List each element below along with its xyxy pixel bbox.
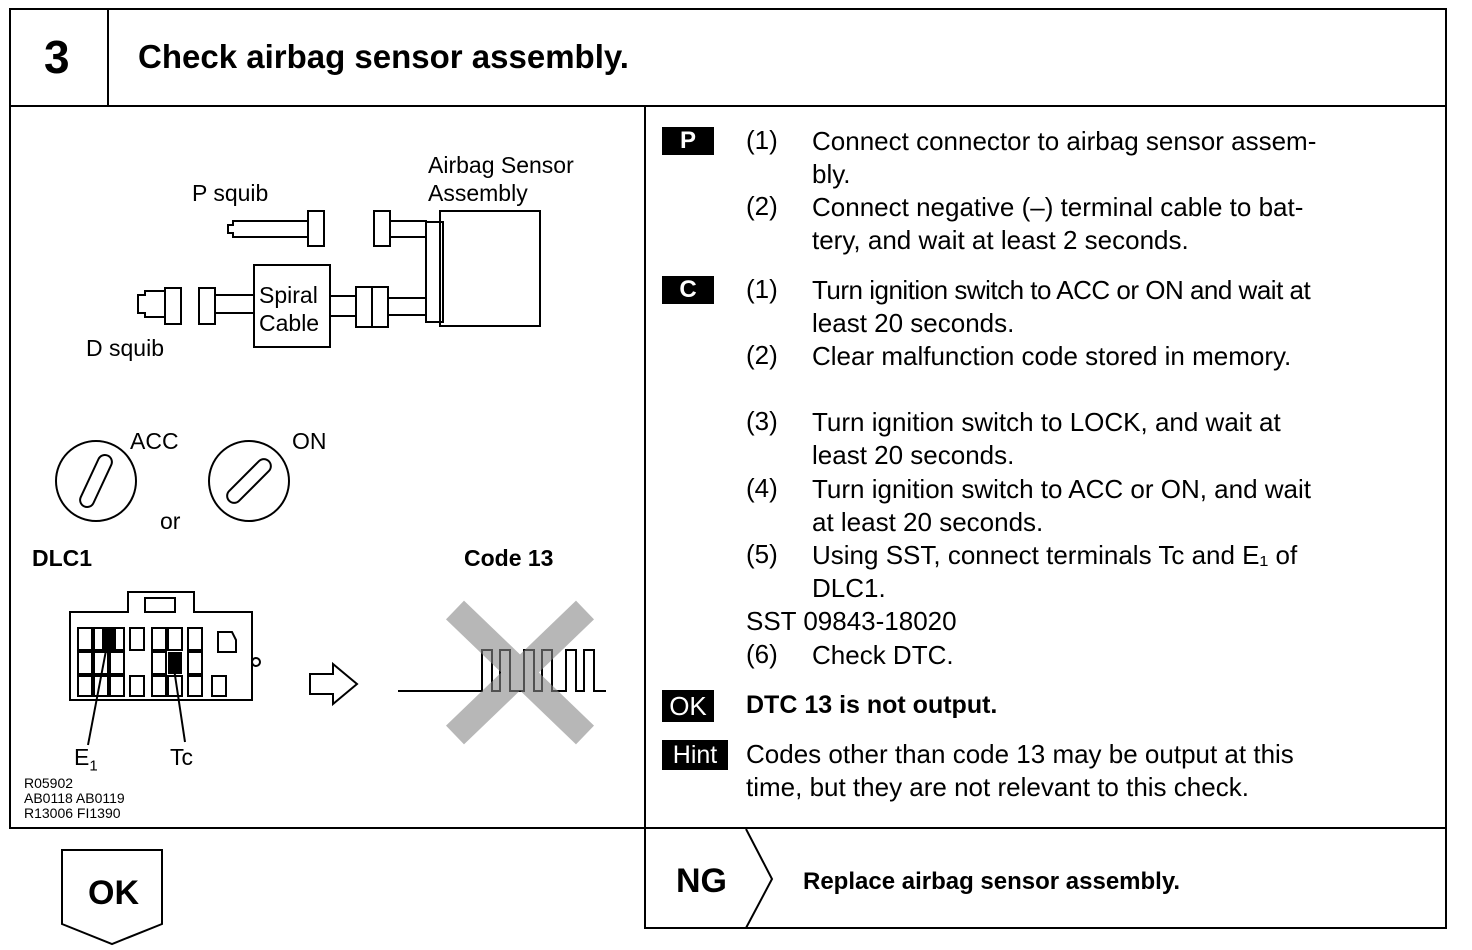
center-divider	[644, 106, 646, 929]
step-header	[9, 8, 1447, 107]
code13-label: Code 13	[464, 545, 554, 571]
d-wire-right	[330, 295, 356, 317]
dlc1-housing	[69, 591, 253, 701]
c-step-5-line1: Using SST, connect terminals Tc and E₁ o…	[812, 540, 1298, 570]
ok-arrow-box	[61, 849, 163, 946]
ng-action-text: Replace airbag sensor assembly.	[803, 868, 1181, 895]
sst-number: SST 09843-18020	[746, 606, 957, 636]
on-label: ON	[292, 428, 327, 454]
c-step-5-line2: DLC1.	[812, 573, 886, 603]
c-step-1-line2: least 20 seconds.	[812, 308, 1015, 338]
acc-switch	[55, 440, 137, 522]
airbag-sensor-label-2: Assembly	[428, 180, 528, 206]
dlc1-latch	[144, 597, 176, 613]
ok-outcome-label: OK	[88, 874, 139, 912]
sensor-connector	[425, 221, 444, 323]
airbag-sensor-box	[439, 210, 541, 327]
ng-chevron	[745, 829, 774, 928]
step-number: 3	[44, 31, 70, 83]
spiral-connector-b	[371, 286, 389, 328]
d-squib-connector	[164, 287, 182, 325]
c-step-2-line1: Clear malfunction code stored in memory.	[812, 341, 1292, 371]
c-step-4-line1: Turn ignition switch to ACC or ON, and w…	[812, 474, 1312, 504]
c-step-3-line1: Turn ignition switch to LOCK, and wait a…	[812, 407, 1281, 437]
left-border	[9, 106, 11, 828]
step-number-divider	[107, 8, 109, 107]
hint-line-2: time, but they are not relevant to this …	[746, 772, 1249, 802]
dlc1-nub	[251, 657, 261, 667]
c-step-6-text: Check DTC.	[812, 640, 954, 670]
dlc1-pins	[77, 627, 237, 697]
cross-mark	[445, 600, 595, 745]
e1-label: E1	[74, 744, 98, 775]
p-squib-connector	[307, 210, 325, 247]
d-squib-plug	[137, 290, 166, 318]
or-label: or	[160, 508, 181, 534]
p-step-2-line2: tery, and wait at least 2 seconds.	[812, 225, 1189, 255]
c-step-4-num: (4)	[746, 473, 778, 503]
hint-badge: Hint	[662, 740, 728, 770]
p-wire	[390, 220, 427, 238]
right-border	[1445, 106, 1447, 929]
dlc1-filled-pins	[102, 628, 182, 674]
step-title: Check airbag sensor assembly.	[138, 38, 629, 75]
p-step-1-line2: bly.	[812, 159, 851, 189]
acc-label: ACC	[130, 428, 179, 454]
p-step-1-num: (1)	[746, 125, 778, 155]
e1-leader	[87, 639, 109, 746]
d-cable-connector	[198, 287, 216, 325]
figure-ref-1: R05902	[24, 775, 74, 791]
c-step-3-line2: least 20 seconds.	[812, 440, 1015, 470]
p-badge: P	[662, 127, 714, 155]
p-squib-plug	[227, 220, 309, 238]
c-step-1-line1: Turn ignition switch to ACC or ON and wa…	[812, 275, 1311, 305]
spiral-cable-box	[253, 264, 331, 348]
d-wire-sensor	[388, 297, 426, 316]
dlc1-label: DLC1	[32, 545, 93, 571]
tc-label: Tc	[170, 744, 193, 770]
body-bottom-line	[9, 827, 1447, 829]
hint-line-1: Codes other than code 13 may be output a…	[746, 739, 1294, 769]
p-squib-label: P squib	[192, 180, 269, 206]
p-step-2-line1: Connect negative (–) terminal cable to b…	[812, 192, 1304, 222]
ng-outcome-label: NG	[676, 862, 727, 900]
airbag-sensor-label: Airbag Sensor	[428, 152, 574, 178]
c-step-6-num: (6)	[746, 639, 778, 669]
c-step-3-num: (3)	[746, 406, 778, 436]
c-step-4-line2: at least 20 seconds.	[812, 507, 1044, 537]
flow-arrow	[309, 661, 359, 707]
p-step-2-num: (2)	[746, 191, 778, 221]
on-key-slot	[226, 458, 272, 504]
spiral-cable-label-2: Cable	[259, 310, 320, 336]
ok-result-text: DTC 13 is not output.	[746, 691, 998, 719]
figure-ref-3: R13006 FI1390	[24, 805, 121, 821]
acc-key-slot	[79, 453, 113, 509]
c-badge: C	[662, 276, 714, 304]
spiral-connector-a	[355, 286, 373, 328]
c-step-2-num: (2)	[746, 340, 778, 370]
c-step-5-num: (5)	[746, 539, 778, 569]
wiring-diagram	[55, 210, 606, 746]
d-wire-left	[215, 294, 254, 314]
c-step-1-num: (1)	[746, 274, 778, 304]
d-squib-label: D squib	[86, 335, 164, 361]
p-sensor-connector	[373, 210, 391, 247]
ok-badge: OK	[662, 690, 714, 722]
spiral-cable-label-1: Spiral	[259, 282, 318, 308]
footer-bottom-line	[644, 927, 1447, 929]
tc-leader	[172, 661, 186, 743]
on-switch	[208, 440, 290, 522]
p-step-1-line1: Connect connector to airbag sensor assem…	[812, 126, 1317, 156]
figure-ref-2: AB0118 AB0119	[24, 790, 125, 806]
